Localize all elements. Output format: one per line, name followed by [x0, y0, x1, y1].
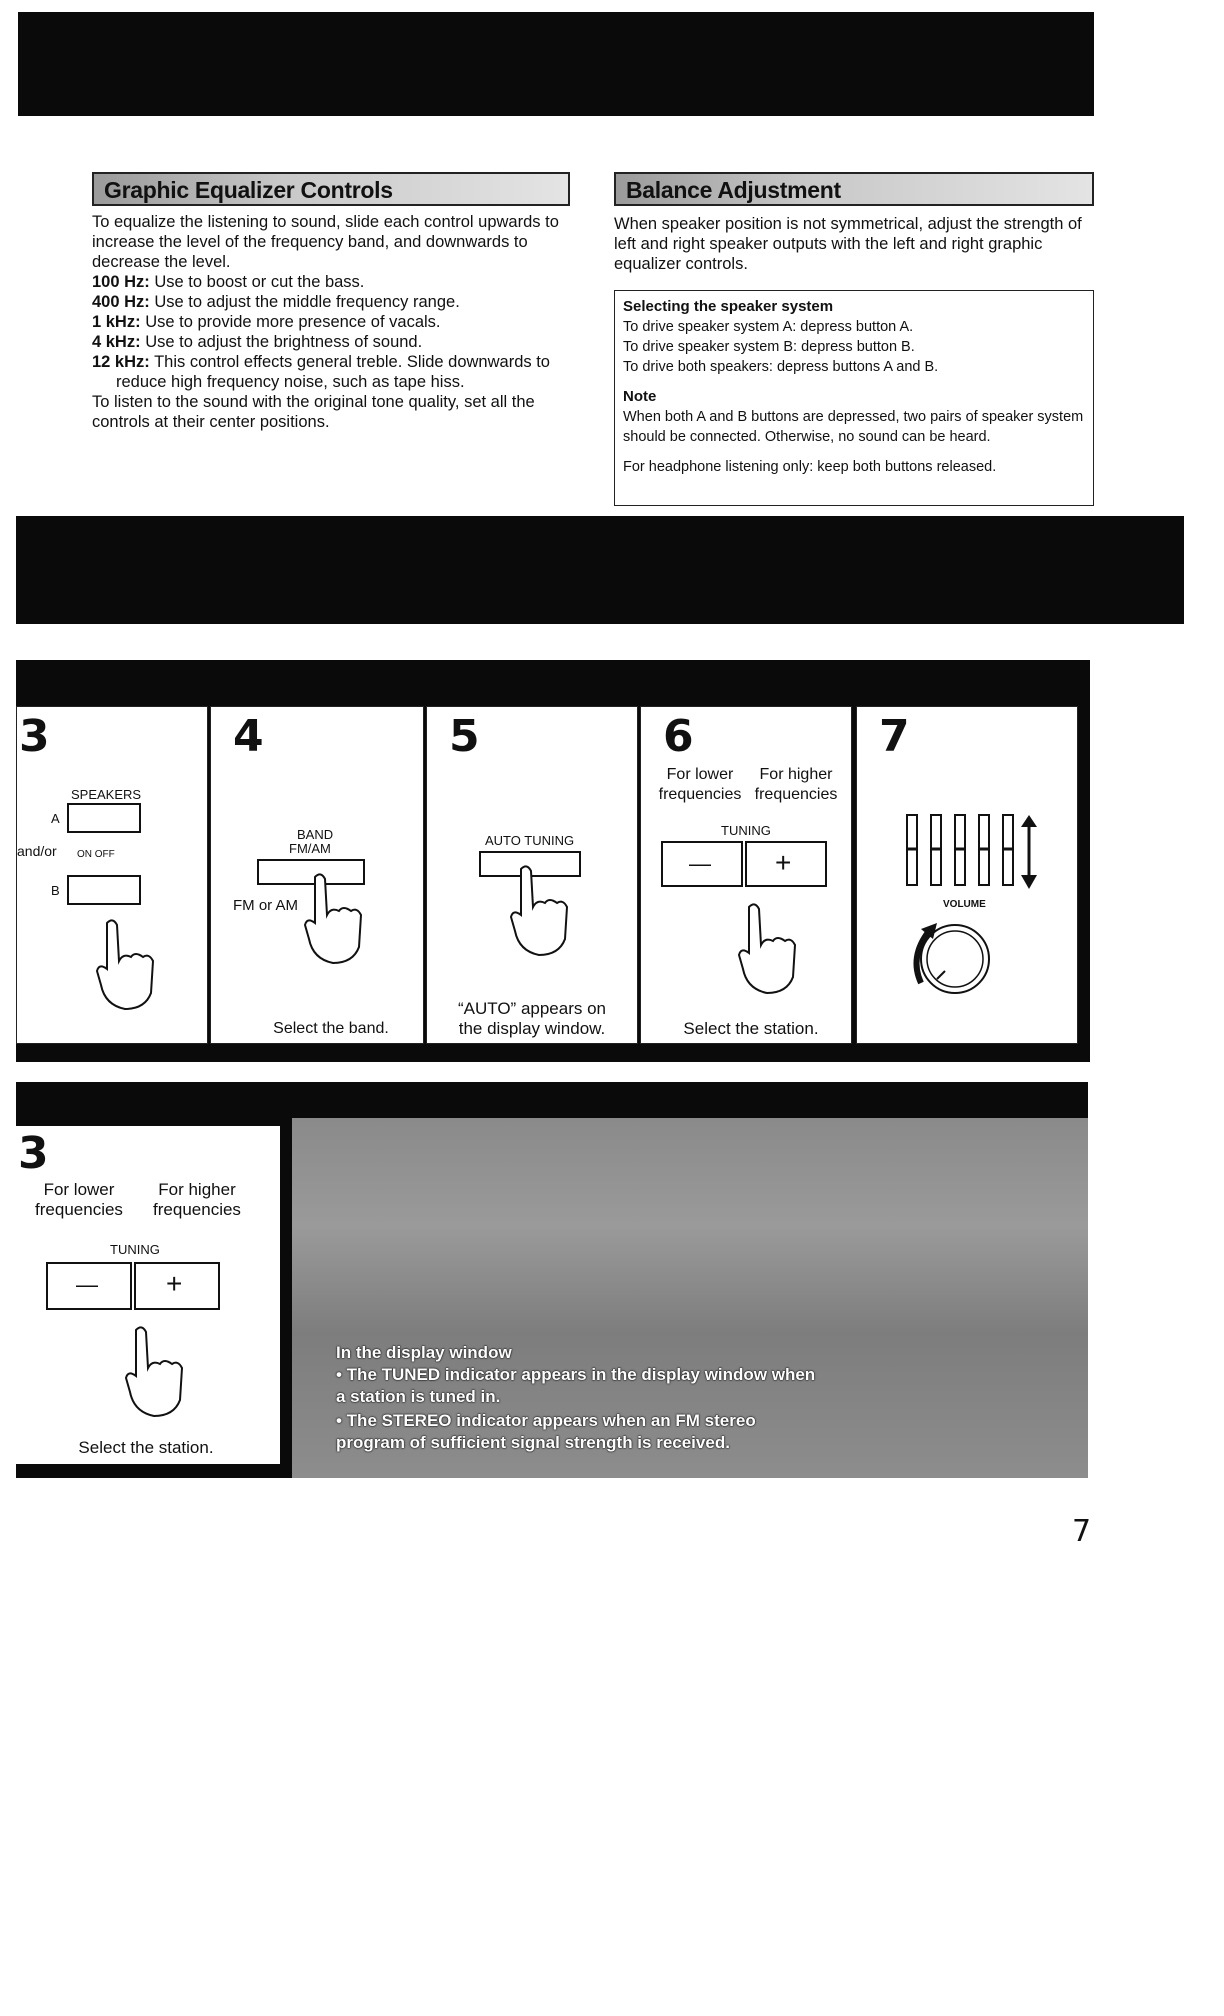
tuning-down-button[interactable] [661, 841, 743, 887]
graphic-eq-text: To equalize the listening to sound, slid… [92, 212, 570, 432]
hand-pointer-icon [95, 919, 155, 1011]
speaker-system-box: Selecting the speaker system To drive sp… [614, 290, 1094, 506]
speaker-box-heading: Selecting the speaker system [623, 298, 834, 315]
speaker-b-button[interactable] [67, 875, 141, 905]
header-bar-middle [16, 516, 1184, 624]
lower-frequencies-label: For lower frequencies [35, 1180, 123, 1219]
auto-display-caption: “AUTO” appears on the display window. [457, 999, 607, 1038]
step-number: 4 [233, 711, 264, 762]
hand-pointer-icon [737, 903, 797, 995]
display-note-heading: In the display window [336, 1343, 512, 1362]
higher-frequencies-label: For higher frequencies [153, 1180, 241, 1219]
tuning-up-button[interactable] [745, 841, 827, 887]
eq-item-400hz: 400 Hz: Use to adjust the middle frequen… [92, 293, 460, 311]
speaker-box-note-text: When both A and B buttons are depressed,… [623, 409, 1084, 445]
speaker-box-line-b: To drive speaker system B: depress butto… [623, 339, 915, 355]
eq-item-4khz: 4 kHz: Use to adjust the brightness of s… [92, 333, 423, 351]
higher-frequencies-label: For higher frequencies [754, 766, 838, 803]
speakers-label: SPEAKERS [71, 787, 142, 802]
graphic-eq-intro: To equalize the listening to sound, slid… [92, 213, 559, 271]
andor-label: and/or [17, 843, 57, 859]
hand-pointer-icon [509, 865, 569, 957]
speaker-box-line-ab: To drive both speakers: depress buttons … [623, 359, 939, 375]
eq-item-12khz: 12 kHz: This control effects general tre… [92, 353, 550, 391]
fm-am-label: FM/AM [289, 841, 331, 856]
speaker-box-note-heading: Note [623, 388, 657, 405]
select-band-caption: Select the band. [273, 1020, 389, 1037]
step-number: 5 [449, 711, 480, 762]
hand-pointer-icon [124, 1326, 184, 1418]
balance-intro: When speaker position is not symmetrical… [614, 215, 1082, 273]
lower-frequencies-label: For lower frequencies [658, 766, 742, 803]
display-note-bullet-stereo: • The STEREO indicator appears when an F… [336, 1411, 756, 1452]
fm-or-am-label: FM or AM [233, 897, 299, 914]
speaker-box-line-a: To drive speaker system A: depress butto… [623, 319, 914, 335]
step-panel-7-volume: 7 VOLUME [856, 706, 1078, 1044]
tuning-down-button[interactable] [46, 1262, 132, 1310]
tuning-label: TUNING [110, 1242, 160, 1257]
select-station-caption: Select the station. [683, 1019, 819, 1038]
band-fm-am-button[interactable] [257, 859, 365, 885]
tuning-minus-label: — [689, 851, 711, 876]
tuning-label: TUNING [721, 823, 771, 838]
volume-label: VOLUME [943, 899, 986, 910]
graphic-eq-outro: To listen to the sound with the original… [92, 393, 535, 431]
page-number: 7 [1072, 1514, 1092, 1549]
display-window-panel: In the display window • The TUNED indica… [292, 1118, 1088, 1478]
step-number: 7 [879, 711, 910, 762]
header-bar-top [18, 12, 1094, 116]
step-panel-5-auto-tuning: 5 AUTO TUNING “AUTO” appears on the disp… [426, 706, 638, 1044]
step-number: 6 [663, 711, 694, 762]
speaker-box-headphone: For headphone listening only: keep both … [623, 459, 997, 475]
volume-knob-icon[interactable] [907, 913, 997, 1003]
equalizer-sliders-icon [906, 814, 1037, 889]
graphic-eq-title: Graphic Equalizer Controls [92, 172, 570, 206]
step-number: 3 [19, 711, 50, 762]
step-panel-6-tuning: 6 For lower frequencies For higher frequ… [640, 706, 852, 1044]
balance-title: Balance Adjustment [614, 172, 1094, 206]
select-station-caption: Select the station. [78, 1438, 214, 1457]
hand-pointer-icon [303, 873, 363, 965]
step-number: 3 [18, 1128, 49, 1179]
tuning-plus-label: + [166, 1268, 183, 1299]
step-panel-3-speakers: 3 SPEAKERS A and/or ON OFF B [16, 706, 208, 1044]
speaker-b-label: B [51, 883, 60, 898]
on-off-label: ON OFF [77, 849, 115, 860]
speaker-a-label: A [51, 811, 60, 826]
eq-item-1khz: 1 kHz: Use to provide more presence of v… [92, 313, 441, 331]
speaker-a-button[interactable] [67, 803, 141, 833]
auto-tuning-label: AUTO TUNING [485, 833, 575, 848]
band-label: BAND [297, 827, 334, 842]
eq-item-100hz: 100 Hz: Use to boost or cut the bass. [92, 273, 365, 291]
tuning-plus-label: + [775, 847, 792, 878]
step-panel-3-tuning: 3 For lower frequencies For higher frequ… [16, 1126, 280, 1464]
display-note-bullet-tuned: • The TUNED indicator appears in the dis… [336, 1365, 816, 1406]
step-panel-4-band: 4 BAND FM/AM FM or AM Select the band. [210, 706, 424, 1044]
tuning-minus-label: — [76, 1272, 98, 1297]
tuning-up-button[interactable] [134, 1262, 220, 1310]
